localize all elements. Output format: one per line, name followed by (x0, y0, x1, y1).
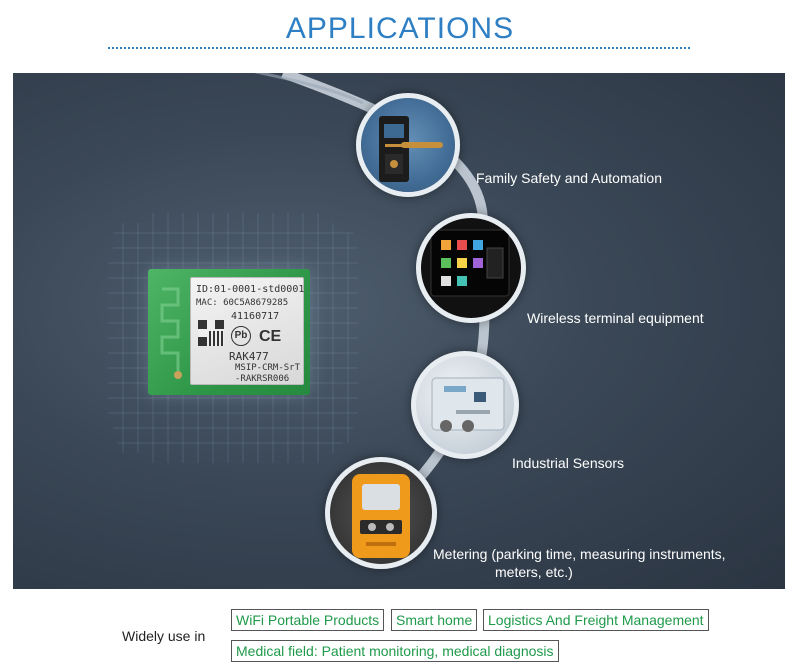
ce-mark-icon: CE (259, 328, 282, 345)
tag-wifi-portable: WiFi Portable Products (231, 609, 385, 631)
app-label-metering-line1: Metering (parking time, measuring instru… (433, 546, 726, 562)
sensor-box-icon (411, 351, 519, 459)
chip-mac: MAC: 60C5A8679285 (196, 298, 289, 308)
chip-part-1: MSIP-CRM-SrT (235, 363, 301, 373)
applications-panel: ID:01-0001-std0001 MAC: 60C5A8679285 411… (13, 73, 785, 589)
wifi-module-chip: ID:01-0001-std0001 MAC: 60C5A8679285 411… (148, 269, 310, 395)
tag-smart-home: Smart home (391, 609, 478, 631)
usage-footer: Widely use in WiFi Portable Products Sma… (0, 598, 800, 667)
chip-serial: 41160717 (231, 311, 280, 322)
app-label-metering-line2: meters, etc.) (495, 564, 573, 580)
app-label-industrial-sensors: Industrial Sensors (512, 455, 625, 471)
tag-logistics: Logistics And Freight Management (483, 609, 709, 631)
antenna-trace-icon (160, 287, 182, 379)
chip-model: RAK477 (229, 350, 269, 363)
usage-intro: Widely use in (122, 628, 206, 644)
tag-medical: Medical field: Patient monitoring, medic… (231, 640, 559, 662)
chip-part-2: -RAKRSR006 (235, 374, 290, 384)
chip-id: ID:01-0001-std0001 (196, 284, 305, 295)
title-divider (108, 47, 690, 49)
header: APPLICATIONS (0, 0, 800, 60)
rf-shield: ID:01-0001-std0001 MAC: 60C5A8679285 411… (190, 277, 304, 385)
qr-code-icon (198, 320, 224, 346)
meter-icon (325, 457, 437, 569)
app-label-family-safety: Family Safety and Automation (476, 170, 662, 186)
door-lock-icon (356, 93, 460, 197)
pb-free-icon: Pb (231, 326, 251, 346)
app-label-wireless-terminal: Wireless terminal equipment (527, 310, 704, 326)
touch-terminal-icon (416, 213, 526, 323)
page-title: APPLICATIONS (285, 12, 515, 45)
